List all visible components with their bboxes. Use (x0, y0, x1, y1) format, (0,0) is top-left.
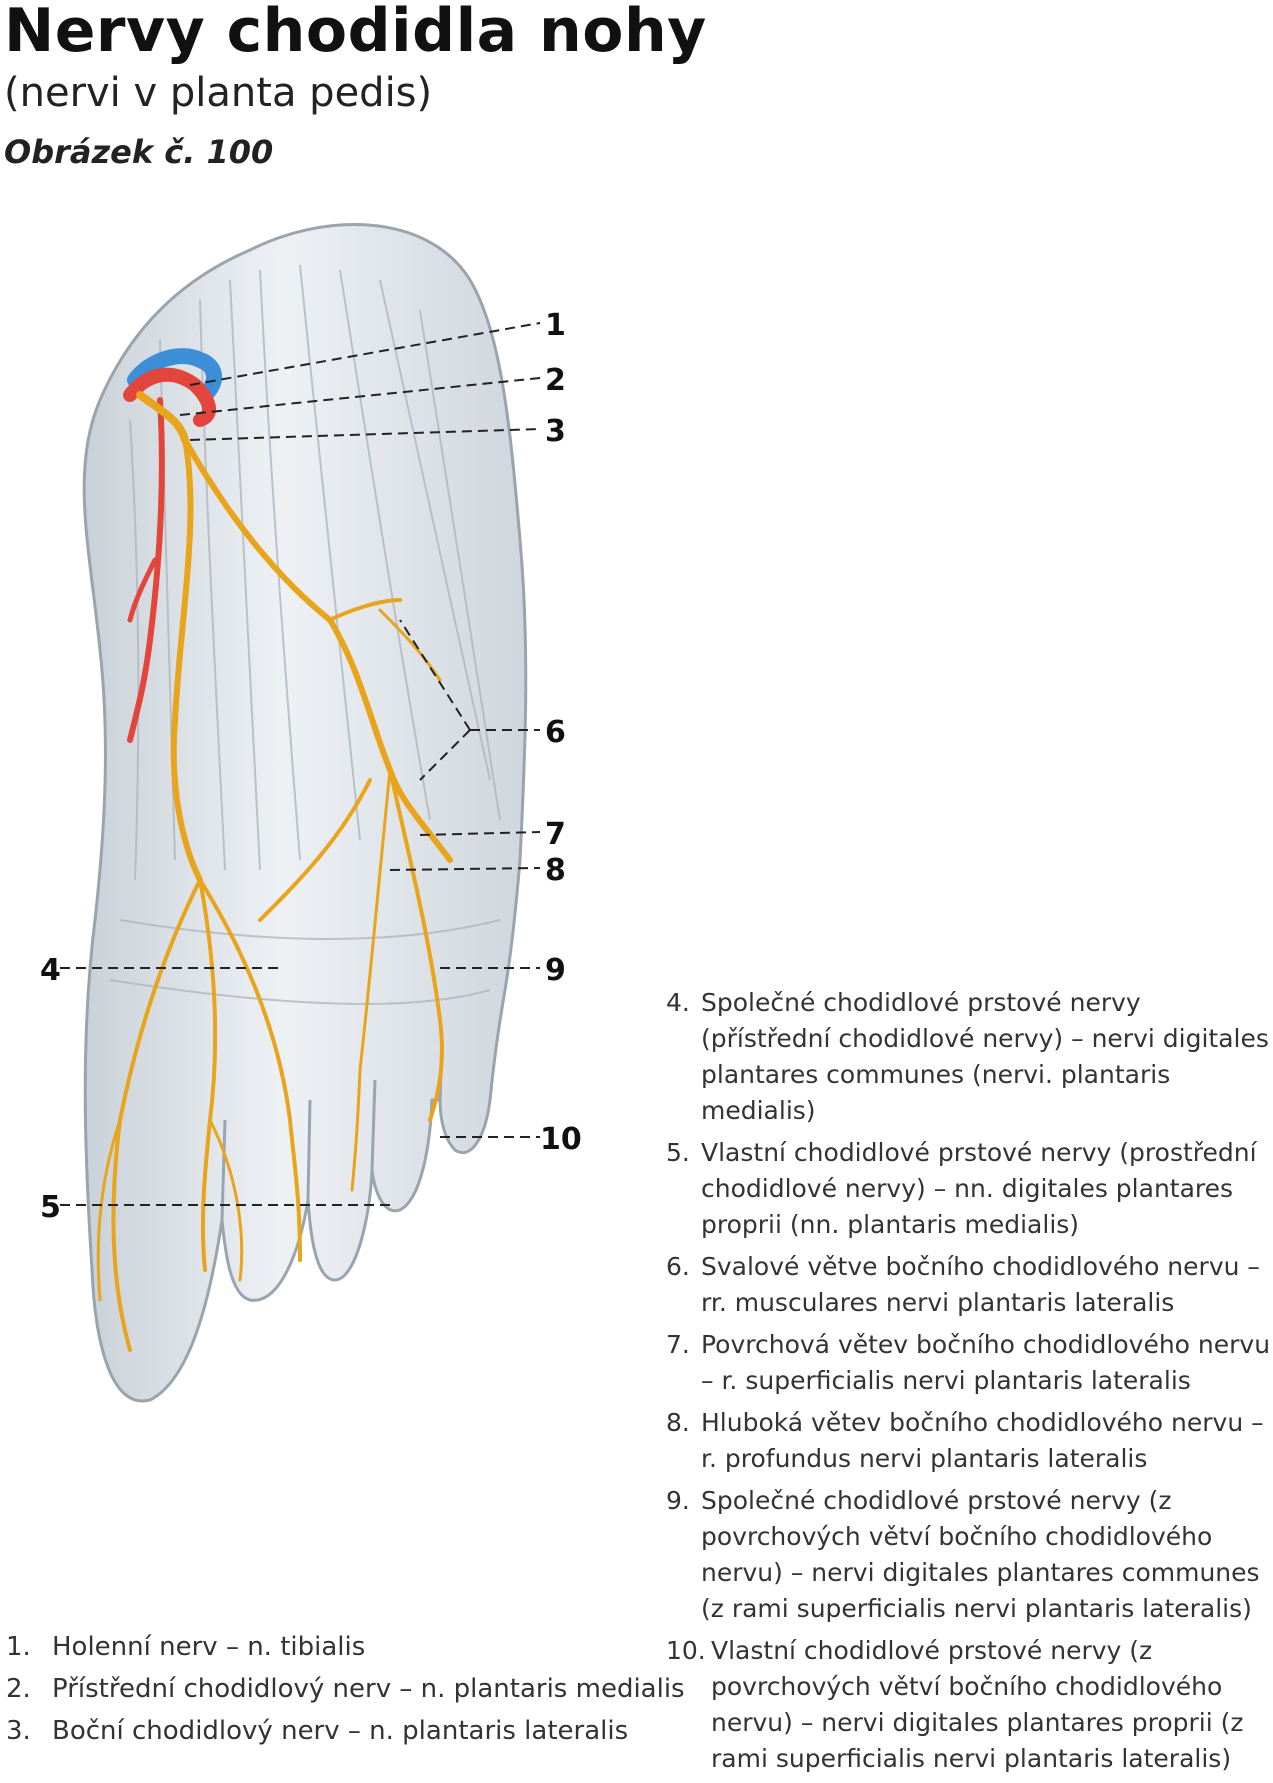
callout-4: 4 (40, 953, 61, 988)
legend-text: Hluboká větev bočního chodidlového nervu… (701, 1408, 1264, 1473)
legend-text: Boční chodidlový nerv – n. plantaris lat… (52, 1716, 629, 1746)
callout-6: 6 (545, 715, 566, 750)
legend-number: 5. (666, 1138, 690, 1167)
blood-vessels (123, 348, 222, 743)
callout-7: 7 (545, 817, 566, 852)
legend-item: 4. Společné chodidlové prstové nervy (př… (666, 985, 1273, 1129)
page-title: Nervy chodidla nohy (4, 0, 707, 66)
legend-item: 3. Boční chodidlový nerv – n. plantaris … (6, 1710, 685, 1752)
legend-item: 1. Holenní nerv – n. tibialis (6, 1626, 685, 1668)
callout-10: 10 (540, 1122, 582, 1157)
legend-number: 10. (666, 1636, 706, 1665)
nerves (96, 391, 453, 1352)
figure-number: Obrázek č. 100 (4, 133, 274, 171)
legend-number: 9. (666, 1486, 690, 1515)
legend-left: 1. Holenní nerv – n. tibialis 2. Přístře… (6, 1626, 685, 1752)
legend-number: 6. (666, 1252, 690, 1281)
legend-text: Povrchová větev bočního chodidlového ner… (701, 1330, 1271, 1395)
legend-number: 3. (6, 1716, 31, 1746)
legend-number: 2. (6, 1674, 31, 1704)
legend-item: 8. Hluboká větev bočního chodidlového ne… (666, 1405, 1273, 1477)
muscle-striations (109, 264, 501, 1005)
callout-3: 3 (545, 414, 566, 449)
callout-5: 5 (40, 1190, 61, 1225)
legend-text: Holenní nerv – n. tibialis (52, 1632, 366, 1662)
legend-text: Svalové větve bočního chodidlového nervu… (701, 1252, 1260, 1317)
legend-item: 6. Svalové větve bočního chodidlového ne… (666, 1249, 1273, 1321)
page-subtitle: (nervi v planta pedis) (4, 70, 433, 116)
legend-number: 8. (666, 1408, 690, 1437)
foot-sole-outline (82, 223, 528, 1403)
legend-number: 4. (666, 988, 690, 1017)
legend-text: Společné chodidlové prstové nervy (příst… (701, 988, 1269, 1125)
legend-number: 1. (6, 1632, 31, 1662)
leader-lines (60, 322, 541, 1206)
callout-8: 8 (545, 853, 566, 888)
callout-9: 9 (545, 953, 566, 988)
legend-item: 7. Povrchová větev bočního chodidlového … (666, 1327, 1273, 1399)
legend-item: 9. Společné chodidlové prstové nervy (z … (666, 1483, 1273, 1627)
callout-2: 2 (545, 363, 566, 398)
legend-right: 4. Společné chodidlové prstové nervy (př… (666, 985, 1273, 1783)
legend-number: 7. (666, 1330, 690, 1359)
legend-text: Vlastní chodidlové prstové nervy (prostř… (701, 1138, 1257, 1239)
legend-text: Přístřední chodidlový nerv – n. plantari… (52, 1674, 685, 1704)
legend-item: 5. Vlastní chodidlové prstové nervy (pro… (666, 1135, 1273, 1243)
foot-illustration: 1 2 3 4 5 6 7 8 9 10 (40, 223, 582, 1403)
legend-item: 10. Vlastní chodidlové prstové nervy (z … (666, 1633, 1273, 1777)
legend-text: Vlastní chodidlové prstové nervy (z povr… (711, 1636, 1244, 1773)
callout-1: 1 (545, 308, 566, 343)
legend-item: 2. Přístřední chodidlový nerv – n. plant… (6, 1668, 685, 1710)
legend-text: Společné chodidlové prstové nervy (z pov… (701, 1486, 1260, 1623)
